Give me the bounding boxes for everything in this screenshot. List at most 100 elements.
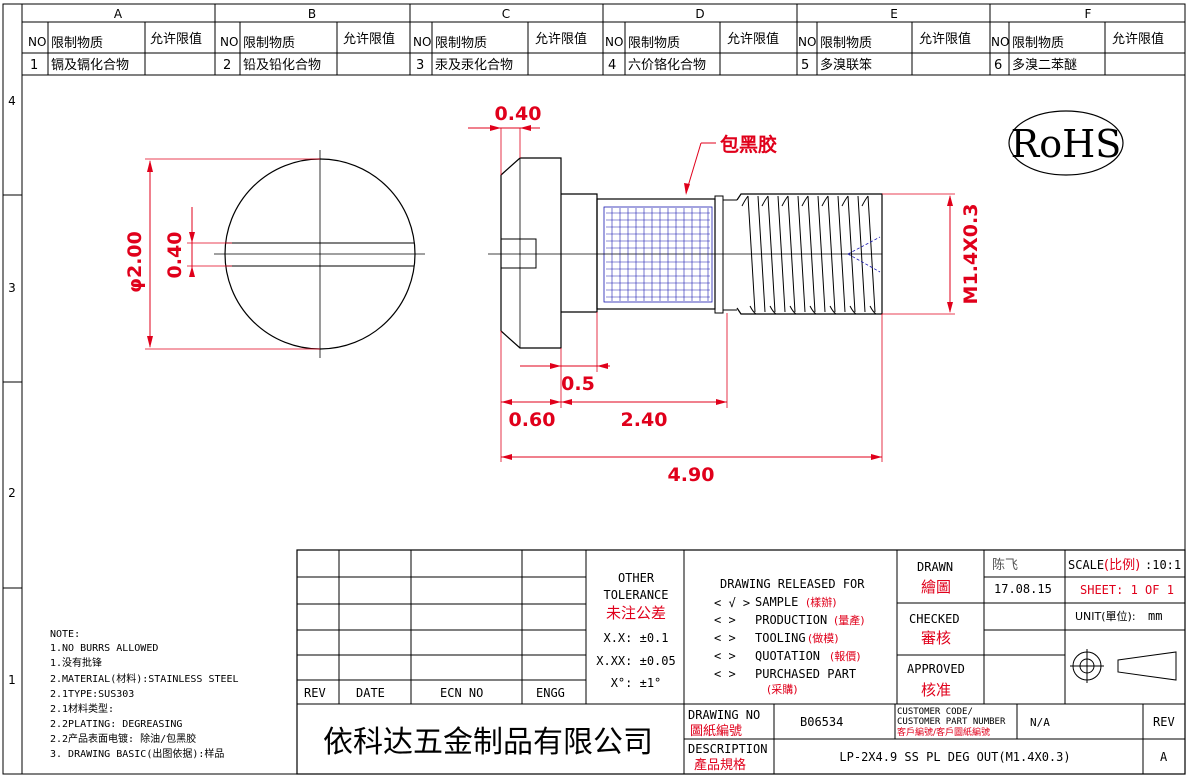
release-label-1: PRODUCTION — [755, 613, 827, 627]
header-limit-3: 允许限值 — [535, 31, 587, 47]
description-block: DESCRIPTION 產品規格 LP-2X4.9 SS PL DEG OUT(… — [688, 742, 1168, 773]
checked-cn: 審核 — [921, 629, 951, 647]
drawing-no-label: DRAWING NO — [688, 708, 760, 722]
release-cn-1: (量產) — [834, 613, 865, 627]
header-no-3: NO — [413, 35, 431, 49]
drawn-by: 陈飞 — [992, 557, 1018, 573]
scale-label-cn: (比例) — [1104, 558, 1140, 573]
tol-title-cn: 未注公差 — [606, 604, 666, 622]
header-limit-6: 允许限值 — [1112, 31, 1164, 47]
screw-head — [500, 157, 562, 349]
slot-label-top: 0.40 — [495, 103, 542, 125]
projection-symbol-icon — [1070, 649, 1177, 683]
note-0: NOTE: — [50, 629, 80, 640]
restriction-table — [22, 22, 1185, 76]
dia-label: φ2.00 — [124, 231, 146, 293]
collar — [714, 195, 724, 314]
header-limit-1: 允许限值 — [150, 31, 202, 47]
header-substance-2: 限制物质 — [243, 36, 295, 51]
row-substance-6: 多溴二苯醚 — [1012, 57, 1077, 73]
sheet-value: SHEET: 1 OF 1 — [1080, 583, 1174, 597]
drawn-cn: 繪圖 — [921, 578, 951, 596]
header-substance-3: 限制物质 — [435, 36, 487, 51]
tol-angle: X°: ±1° — [611, 676, 662, 690]
company-name: 依科达五金制品有限公司 — [323, 725, 653, 760]
release-mark-3: < > — [714, 649, 736, 663]
note-2: 1.没有批锋 — [50, 656, 102, 669]
release-label-0: SAMPLE — [755, 595, 798, 609]
scale-label: SCALE — [1068, 558, 1104, 572]
neck-label: 0.5 — [561, 373, 595, 395]
title-block — [296, 549, 1186, 775]
header-limit-4: 允许限值 — [727, 31, 779, 47]
rohs-label: RoHS — [1011, 122, 1122, 166]
checked-label: CHECKED — [909, 612, 960, 626]
release-label-3: QUOTATION — [755, 649, 820, 663]
header-no-2: NO — [220, 35, 238, 49]
release-cn-4: (采購) — [767, 682, 798, 696]
signoff-block: DRAWN 繪圖 陈飞 17.08.15 CHECKED 審核 APPROVED… — [907, 557, 1052, 699]
zone-row-3: 3 — [8, 281, 16, 295]
notes: NOTE: 1.NO BURRS ALLOWED 1.没有批锋 2.MATERI… — [50, 629, 239, 760]
restriction-headers: NO 限制物质 允许限值 NO 限制物质 允许限值 NO 限制物质 允许限值 N… — [28, 31, 1164, 51]
description-cn: 產品規格 — [694, 757, 746, 773]
release-label-2: TOOLING — [755, 631, 806, 645]
tolerance-block: OTHER TOLERANCE 未注公差 X.X: ±0.1 X.XX: ±0.… — [596, 571, 675, 690]
head-label: 0.60 — [509, 409, 556, 431]
note-1: 1.NO BURRS ALLOWED — [50, 643, 158, 654]
row-no-5: 5 — [801, 58, 809, 73]
drawing-no-cn: 圖紙編號 — [690, 723, 742, 739]
row-no-4: 4 — [608, 58, 616, 73]
note-7: 2.2产品表面电镀: 除油/包黑胶 — [50, 732, 196, 745]
zone-col-f: F — [1085, 7, 1092, 21]
ecn-header: ECN NO — [440, 686, 483, 700]
row-substance-5: 多溴联笨 — [820, 57, 872, 73]
slot-dimension-left — [187, 207, 232, 277]
release-label-4: PURCHASED PART — [755, 667, 856, 681]
release-mark-2: < > — [714, 631, 736, 645]
release-cn-2: (做模) — [808, 631, 839, 645]
zone-row-2: 2 — [8, 486, 16, 500]
header-limit-5: 允许限值 — [919, 31, 971, 47]
tol-title-1: OTHER — [618, 571, 655, 585]
total-length-label: 4.90 — [668, 464, 715, 486]
rohs-ellipse — [1008, 110, 1124, 176]
header-no-4: NO — [605, 35, 623, 49]
note-4: 2.1TYPE:SUS303 — [50, 689, 134, 700]
release-mark-0: < √ > — [714, 596, 750, 610]
thread-dimension — [882, 193, 955, 315]
drawing-no-value: B06534 — [800, 715, 843, 729]
length-dimensions — [500, 312, 883, 462]
approved-label: APPROVED — [907, 662, 965, 676]
release-cn-0: (樣辦) — [806, 595, 837, 609]
approved-cn: 核准 — [921, 681, 951, 699]
row-substance-2: 铅及铅化合物 — [243, 58, 321, 73]
tol-xx: X.X: ±0.1 — [603, 631, 668, 645]
row-no-6: 6 — [994, 58, 1002, 73]
thread — [736, 193, 883, 315]
note-6: 2.2PLATING: DEGREASING — [50, 719, 182, 730]
header-limit-2: 允许限值 — [343, 31, 395, 47]
release-block: DRAWING RELEASED FOR < √ > SAMPLE (樣辦) <… — [714, 577, 865, 696]
header-no-6: NO — [991, 35, 1009, 49]
row-no-2: 2 — [223, 58, 231, 73]
header-substance-6: 限制物质 — [1012, 36, 1064, 51]
revision-headers: REV DATE ECN NO ENGG — [304, 686, 565, 700]
front-view — [214, 150, 425, 358]
header-substance-1: 限制物质 — [51, 36, 103, 51]
drawn-date: 17.08.15 — [994, 582, 1052, 596]
coating-hatch — [606, 208, 710, 301]
unit-label: UNIT(單位): — [1075, 609, 1136, 623]
row-substance-4: 六价铬化合物 — [628, 57, 706, 73]
zone-row-4: 4 — [8, 94, 16, 108]
coating-leader — [684, 142, 716, 195]
rev-label: REV — [1153, 715, 1175, 729]
release-mark-1: < > — [714, 613, 736, 627]
release-mark-4: < > — [714, 667, 736, 681]
customer-label-cn: 客戶編號/客戶圖紙編號 — [897, 726, 990, 738]
scale-block: SCALE (比例) :10:1 SHEET: 1 OF 1 UNIT(單位):… — [1068, 558, 1181, 623]
date-header: DATE — [356, 686, 385, 700]
description-value: LP-2X4.9 SS PL DEG OUT(M1.4X0.3) — [839, 750, 1070, 764]
drawing-no-block: DRAWING NO 圖紙編號 B06534 CUSTOMER CODE/ CU… — [688, 707, 1175, 739]
